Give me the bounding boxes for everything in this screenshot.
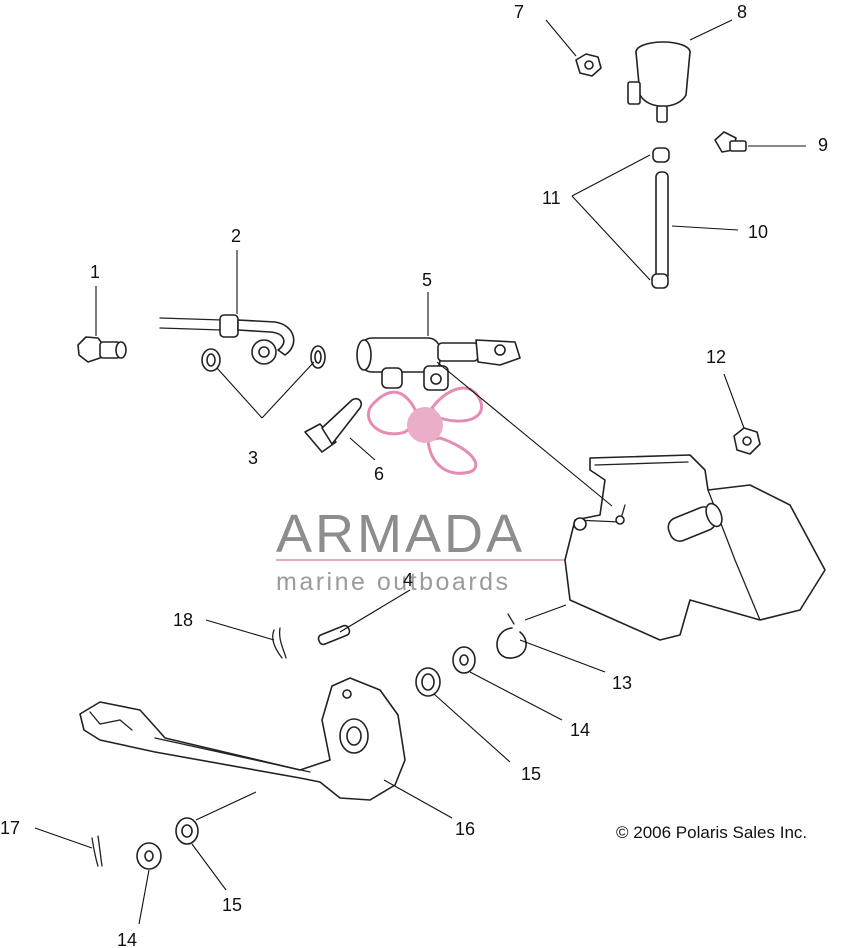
part-15-bushing-upper <box>415 667 441 697</box>
callout-14-upper: 14 <box>570 720 590 740</box>
part-14-washer-upper <box>452 646 476 674</box>
part-10-hose <box>655 171 669 281</box>
part-8-reservoir <box>627 41 691 123</box>
callout-4: 4 <box>403 570 413 590</box>
part-11-clamps <box>651 147 670 289</box>
part-4-pin <box>317 624 351 646</box>
callout-15-upper: 15 <box>521 764 541 784</box>
part-14-washer-lower <box>136 842 162 870</box>
part-12-nut <box>733 427 761 455</box>
part-16-brake-pedal <box>79 677 406 801</box>
callout-6: 6 <box>374 464 384 484</box>
callout-10: 10 <box>748 222 768 242</box>
callout-13: 13 <box>612 673 632 693</box>
callout-7: 7 <box>514 2 524 22</box>
part-1-banjo-bolt <box>77 336 127 363</box>
callout-16: 16 <box>455 819 475 839</box>
callout-8: 8 <box>737 2 747 22</box>
callout-14-lower: 14 <box>117 930 137 948</box>
part-5-master-cylinder <box>356 337 521 391</box>
part-6-bolt <box>304 397 363 453</box>
part-17-cotter-pin <box>91 835 103 867</box>
callout-2: 2 <box>231 226 241 246</box>
callout-labels: 1 2 3 4 5 6 7 8 9 10 11 12 13 14 15 16 1… <box>0 2 828 948</box>
callout-3: 3 <box>248 448 258 468</box>
part-18-cotter-pin <box>272 627 287 659</box>
part-15-bushing-lower <box>175 817 199 845</box>
part-7-nut <box>575 53 602 77</box>
watermark-logo: ARMADA marine outboards <box>276 386 568 596</box>
watermark-title: ARMADA <box>276 504 525 564</box>
callout-11: 11 <box>542 188 561 208</box>
callout-5: 5 <box>422 270 432 290</box>
part-bracket-assembly <box>564 454 826 641</box>
callout-1: 1 <box>90 262 100 282</box>
callout-18: 18 <box>173 610 193 630</box>
part-2-brake-line <box>159 314 295 365</box>
callout-12: 12 <box>706 347 726 367</box>
callout-17: 17 <box>0 818 20 838</box>
part-3-washers <box>201 345 326 372</box>
callout-15-lower: 15 <box>222 895 242 915</box>
propeller-hub-icon <box>407 407 443 443</box>
copyright-text: © 2006 Polaris Sales Inc. <box>616 823 807 842</box>
leader-lines <box>34 19 806 925</box>
callout-9: 9 <box>818 135 828 155</box>
propeller-icon <box>366 386 484 475</box>
part-13-snap-ring <box>496 613 527 659</box>
watermark-subtitle: marine outboards <box>276 568 511 596</box>
part-9-bolt <box>714 131 747 153</box>
